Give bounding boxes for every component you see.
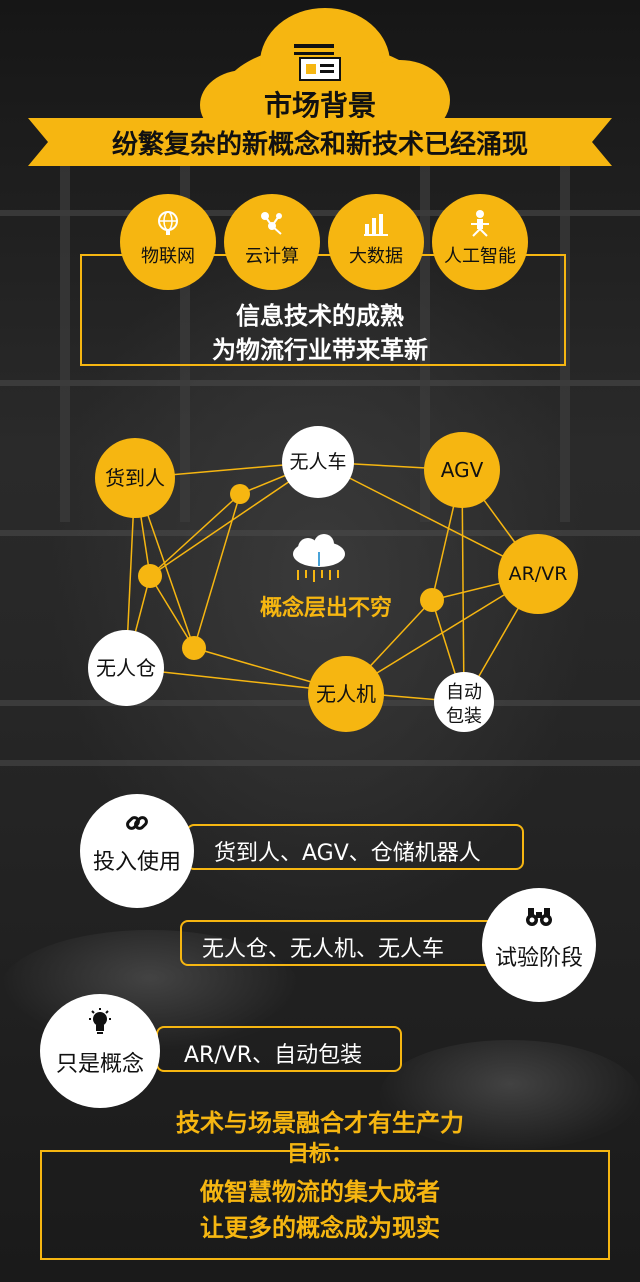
tech-label: 云计算 <box>245 246 299 267</box>
tech-ai: 人工智能 <box>432 194 528 290</box>
node-goods-to-person: 货到人 <box>95 438 175 518</box>
network-junction <box>420 588 444 612</box>
stage-concept: 只是概念 <box>40 994 160 1108</box>
node-agv: AGV <box>424 432 500 508</box>
node-auto-pack: 自动 包装 <box>434 672 494 732</box>
globe-icon <box>158 211 178 235</box>
pill-concept-text: AR/VR、自动包装 <box>184 1043 363 1068</box>
footer-title: 技术与场景融合才有生产力 <box>176 1109 464 1137</box>
footer-line-2: 让更多的概念成为现实 <box>200 1214 440 1242</box>
pill-testing-text: 无人仓、无人机、无人车 <box>202 937 445 962</box>
network-junction <box>182 636 206 660</box>
network-junction <box>230 484 250 504</box>
tech-label: 大数据 <box>349 246 403 267</box>
robot-figure-icon <box>471 210 489 237</box>
tech-label: 物联网 <box>141 246 195 267</box>
stage-in-use: 投入使用 <box>80 794 194 908</box>
tech-cloud: 云计算 <box>224 194 320 290</box>
node-ar-vr: AR/VR <box>498 534 578 614</box>
info-line-1: 信息技术的成熟 <box>236 302 404 330</box>
footer-box <box>40 1150 610 1260</box>
lightbulb-icon <box>89 1008 111 1034</box>
node-driverless-car: 无人车 <box>282 426 354 498</box>
cloud-compute-icon <box>261 212 282 235</box>
binoculars-icon <box>526 908 552 926</box>
network-junction <box>138 564 162 588</box>
pill-testing: 无人仓、无人机、无人车 <box>180 920 500 966</box>
subtitle-banner <box>28 118 612 166</box>
bar-chart-icon <box>364 214 388 236</box>
concept-label: 概念层出不穷 <box>259 596 392 621</box>
page-title: 市场背景 <box>263 89 376 122</box>
node-auto-pack-line-1: 自动 <box>446 682 482 703</box>
pill-in-use: 货到人、AGV、仓储机器人 <box>186 824 524 870</box>
stage-testing-label: 试验阶段 <box>494 946 583 971</box>
node-auto-pack-line-2: 包装 <box>446 706 482 727</box>
cloud-rain-icon <box>293 534 345 582</box>
link-icon <box>126 816 148 830</box>
stage-concept-label: 只是概念 <box>55 1052 144 1077</box>
tech-iot: 物联网 <box>120 194 216 290</box>
stage-in-use-label: 投入使用 <box>92 850 181 875</box>
info-box <box>80 254 566 366</box>
node-unmanned-warehouse: 无人仓 <box>88 630 164 706</box>
footer-line-1: 做智慧物流的集大成者 <box>200 1178 440 1206</box>
tech-bigdata: 大数据 <box>328 194 424 290</box>
factory-doc-icon <box>294 44 341 81</box>
stage-testing: 试验阶段 <box>482 888 596 1002</box>
node-drone: 无人机 <box>308 656 384 732</box>
page-subtitle: 纷繁复杂的新概念和新技术已经涌现 <box>111 130 528 160</box>
footer-goal-label: 目标： <box>286 1142 353 1167</box>
pill-in-use-text: 货到人、AGV、仓储机器人 <box>214 841 481 866</box>
pill-concept: AR/VR、自动包装 <box>156 1026 402 1072</box>
info-line-2: 为物流行业带来革新 <box>212 336 428 364</box>
tech-label: 人工智能 <box>444 246 516 267</box>
